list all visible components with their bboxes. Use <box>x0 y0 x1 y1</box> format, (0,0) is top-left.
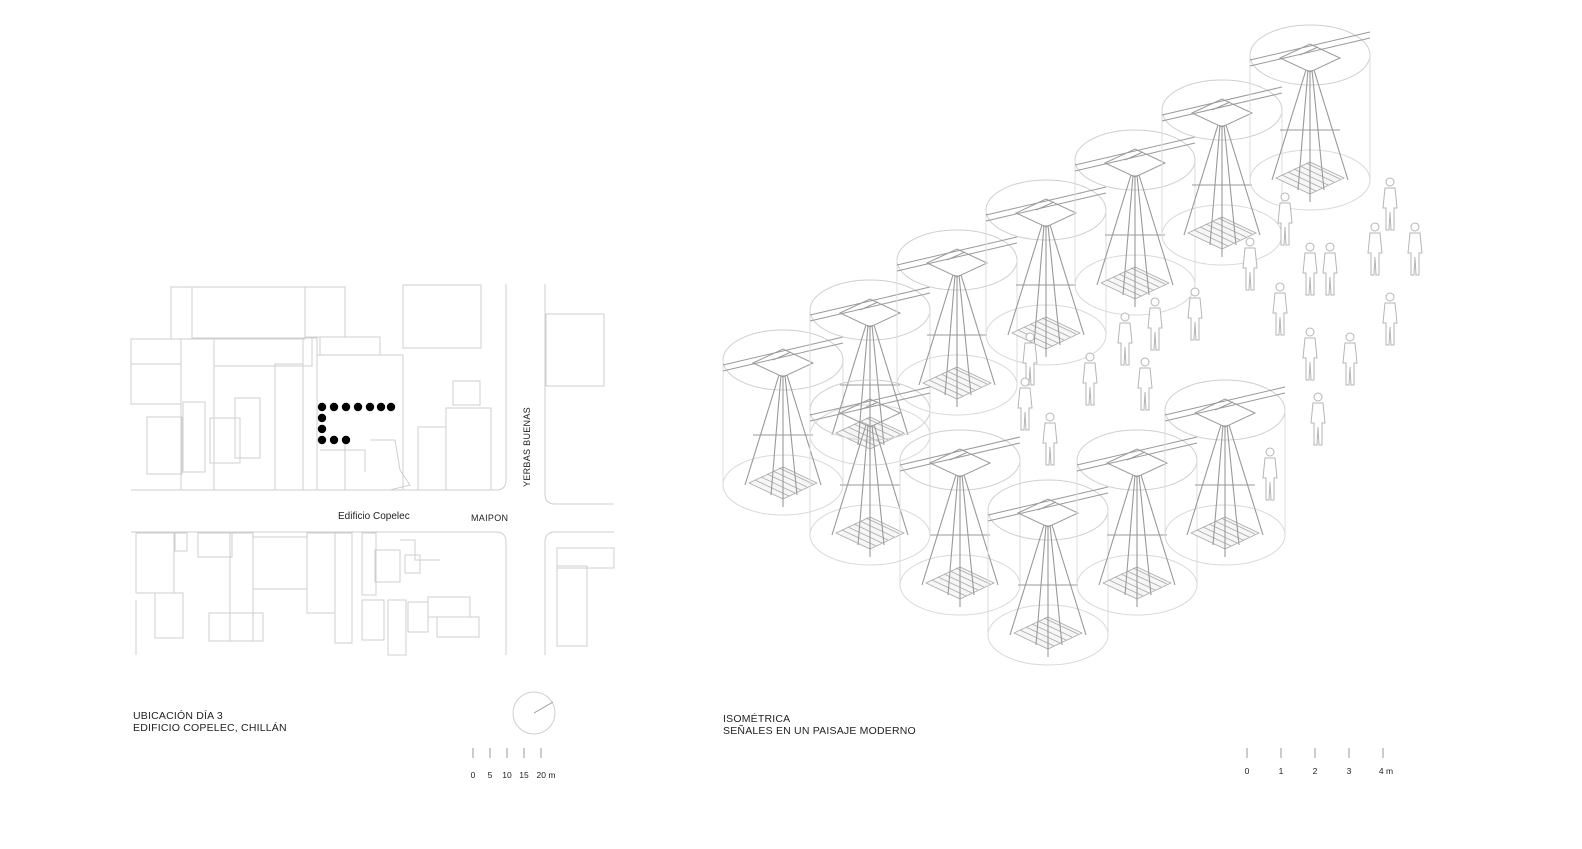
tower <box>1076 429 1198 616</box>
scale-bar-right <box>1246 748 1384 758</box>
scale-tick-right: 4 m <box>1378 766 1394 776</box>
street-edge <box>131 531 507 655</box>
person <box>1302 242 1318 296</box>
building-footprints-north <box>130 284 492 491</box>
scale-tick-right: 2 <box>1312 766 1318 776</box>
left-caption-line2: EDIFICIO COPELEC, CHILLÁN <box>133 722 287 734</box>
scale-tick-left: 5 <box>487 770 493 780</box>
person <box>1382 177 1398 231</box>
right-caption-line1: ISOMÉTRICA <box>723 713 791 725</box>
scale-tick-left: 15 <box>519 770 529 780</box>
building-east <box>545 313 605 387</box>
person <box>1187 287 1203 341</box>
person <box>1262 447 1278 501</box>
tower <box>1249 24 1371 211</box>
person <box>1117 312 1133 366</box>
street-edge <box>131 284 507 491</box>
tower <box>1161 79 1283 266</box>
scale-tick-right: 3 <box>1346 766 1352 776</box>
person <box>1277 192 1293 246</box>
tower <box>899 429 1021 616</box>
scale-tick-left: 10 <box>502 770 512 780</box>
person <box>1147 297 1163 351</box>
person <box>1342 332 1358 386</box>
north-arrow <box>512 691 556 735</box>
person <box>1302 327 1318 381</box>
person <box>1242 237 1258 291</box>
person <box>1082 352 1098 406</box>
tower-grid <box>722 24 1371 666</box>
person <box>1322 242 1338 296</box>
left-caption: UBICACIÓN DÍA 3 EDIFICIO COPELEC, CHILLÁ… <box>133 710 287 734</box>
scale-tick-left: 20 m <box>536 770 556 780</box>
tower <box>985 179 1107 366</box>
street-edge <box>544 531 614 655</box>
person <box>1042 412 1058 466</box>
scale-tick-right: 1 <box>1278 766 1284 776</box>
building-label: Edificio Copelec <box>338 511 410 522</box>
tower <box>987 479 1109 666</box>
tower <box>896 229 1018 416</box>
right-caption-line2: SEÑALES EN UN PAISAJE MODERNO <box>723 725 916 737</box>
person <box>1310 392 1326 446</box>
person <box>1367 222 1383 276</box>
person <box>1407 222 1423 276</box>
tower <box>722 329 844 516</box>
street-label-maipon: MAIPON <box>471 513 509 523</box>
tower <box>1074 129 1196 316</box>
person <box>1017 377 1033 431</box>
street-edge <box>544 284 614 505</box>
person <box>1137 357 1153 411</box>
left-caption-line1: UBICACIÓN DÍA 3 <box>133 710 223 722</box>
building-footprints-south <box>135 532 615 656</box>
installation-markers <box>317 402 396 445</box>
person <box>1272 282 1288 336</box>
scale-tick-right: 0 <box>1244 766 1250 776</box>
scale-tick-left: 0 <box>470 770 476 780</box>
right-caption: ISOMÉTRICA SEÑALES EN UN PAISAJE MODERNO <box>723 713 916 737</box>
scale-bar-left <box>472 748 542 758</box>
person <box>1382 292 1398 346</box>
